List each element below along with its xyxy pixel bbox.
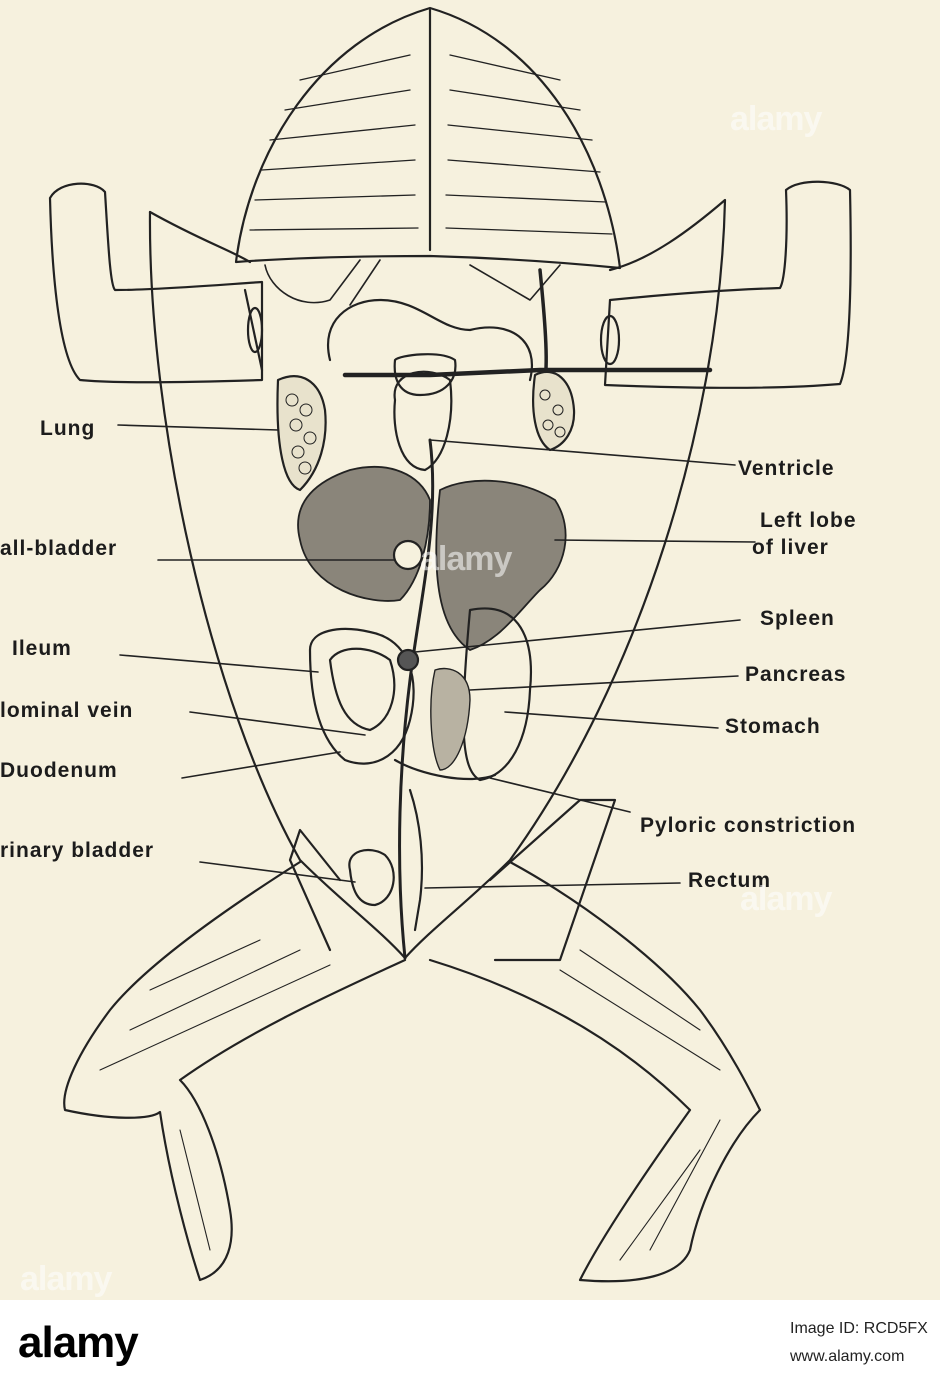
label-ileum: Ileum xyxy=(12,637,72,660)
label-urinary-bladder: rinary bladder xyxy=(0,839,155,862)
watermark-text: alamy xyxy=(420,540,512,578)
label-pancreas: Pancreas xyxy=(745,663,847,686)
watermark-text: alamy xyxy=(730,100,822,138)
frog-dissection-drawing xyxy=(48,6,852,1283)
label-left-lobe-liver-line2: of liver xyxy=(752,536,829,559)
label-left-lobe-liver-line1: Left lobe xyxy=(760,509,857,532)
footer-bar: alamy Image ID: RCD5FX www.alamy.com xyxy=(0,1300,940,1390)
label-stomach: Stomach xyxy=(725,715,821,738)
rectum-shape xyxy=(408,788,424,932)
label-duodenum: Duodenum xyxy=(0,759,118,782)
diagram-canvas: Lung Ventricle Left lobe of liver all-bl… xyxy=(0,6,857,1298)
liver-left-lobe xyxy=(435,479,567,651)
image-id: Image ID: RCD5FX xyxy=(790,1320,928,1337)
gall-bladder-shape xyxy=(392,539,424,571)
label-ventricle: Ventricle xyxy=(738,457,835,480)
right-arm xyxy=(603,180,852,389)
liver-right-lobe xyxy=(297,466,431,602)
body-wall-outline xyxy=(148,198,727,960)
label-abdominal-vein: lominal vein xyxy=(0,699,134,722)
head-outline xyxy=(234,6,622,270)
label-spleen: Spleen xyxy=(760,607,835,630)
watermark-text: alamy xyxy=(20,1260,112,1298)
heart-outline xyxy=(327,298,533,382)
label-rectum: Rectum xyxy=(688,869,772,892)
lung-left xyxy=(276,375,327,492)
pancreas-shape xyxy=(430,667,471,771)
left-arm xyxy=(48,182,264,384)
alamy-logo: alamy xyxy=(18,1318,139,1367)
spleen-shape xyxy=(396,648,420,672)
label-pyloric-constriction: Pyloric constriction xyxy=(640,814,857,837)
left-leg xyxy=(63,860,407,1282)
site-url: www.alamy.com xyxy=(790,1348,905,1365)
label-lung: Lung xyxy=(40,417,96,440)
ileum-shape xyxy=(308,627,415,765)
lung-right xyxy=(532,370,576,452)
watermark-text: alamy xyxy=(740,880,832,918)
ventricle-shape xyxy=(393,370,453,472)
right-leg xyxy=(428,860,762,1283)
urinary-bladder-shape xyxy=(348,848,395,907)
label-gall-bladder: all-bladder xyxy=(0,537,118,560)
